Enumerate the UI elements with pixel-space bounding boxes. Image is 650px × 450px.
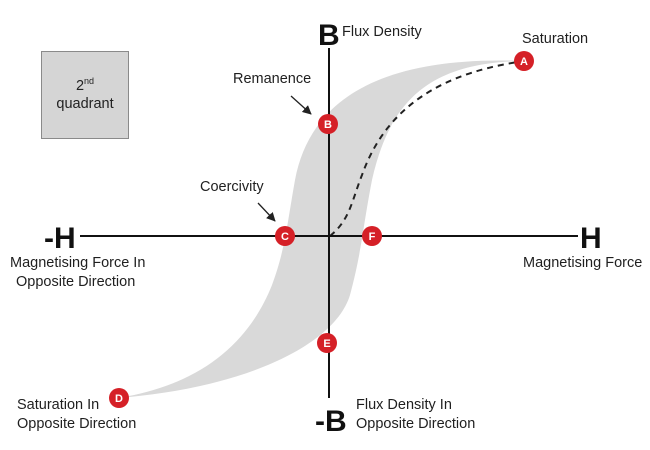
neg-b-axis-letter: -B xyxy=(315,405,347,438)
svg-text:C: C xyxy=(281,231,289,243)
opposite-saturation-label-line2: Opposite Direction xyxy=(17,416,136,432)
pos-b-axis-label: Flux Density xyxy=(342,24,423,40)
coercivity-label: Coercivity xyxy=(200,179,264,195)
neg-h-axis-letter: -H xyxy=(44,222,76,255)
marker-b: B xyxy=(318,114,338,134)
neg-h-axis-label-line2: Opposite Direction xyxy=(16,274,135,290)
coercivity-arrow xyxy=(257,202,276,222)
neg-b-axis-label-line1: Flux Density In xyxy=(356,397,452,413)
second-quadrant-box: 2nd quadrant xyxy=(41,51,129,139)
marker-c: C xyxy=(275,226,295,246)
marker-e: E xyxy=(317,333,337,353)
initial-magnetisation-curve xyxy=(329,60,526,237)
remanence-label: Remanence xyxy=(233,71,311,87)
pos-h-axis-label: Magnetising Force xyxy=(523,255,642,271)
svg-text:A: A xyxy=(520,56,528,68)
quadrant-suffix: nd xyxy=(84,76,95,87)
neg-b-axis-label-line2: Opposite Direction xyxy=(356,416,475,432)
opposite-saturation-label-line1: Saturation In xyxy=(17,397,99,413)
remanence-arrow xyxy=(290,95,312,115)
hysteresis-loop-area xyxy=(118,60,525,398)
saturation-label: Saturation xyxy=(522,31,588,47)
quadrant-number: 2nd xyxy=(75,76,95,94)
marker-a: A xyxy=(514,51,534,71)
neg-h-axis-label-line1: Magnetising Force In xyxy=(10,255,145,271)
svg-text:E: E xyxy=(323,338,330,350)
svg-text:F: F xyxy=(369,231,376,243)
pos-b-axis-letter: B xyxy=(318,19,340,52)
marker-d: D xyxy=(109,388,129,408)
pos-h-axis-letter: H xyxy=(580,222,602,255)
quadrant-word: quadrant xyxy=(56,96,114,112)
svg-text:B: B xyxy=(324,119,332,131)
marker-f: F xyxy=(362,226,382,246)
svg-text:D: D xyxy=(115,393,123,405)
